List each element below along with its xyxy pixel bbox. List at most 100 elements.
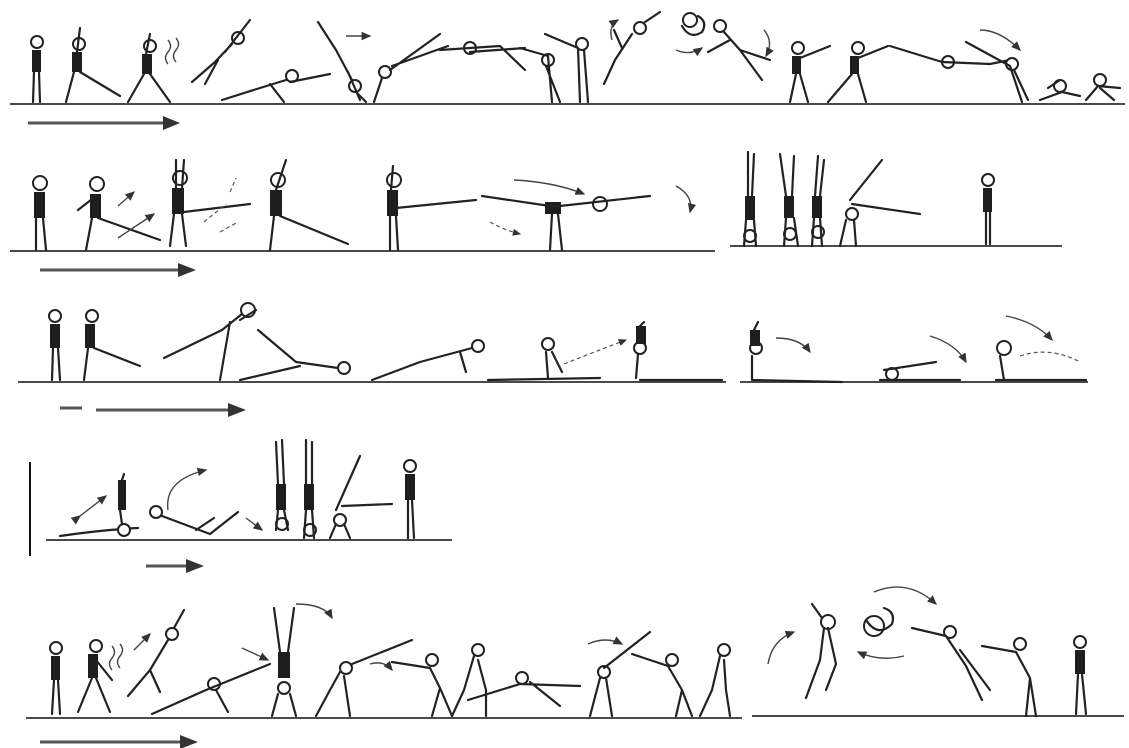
motion-arrow bbox=[588, 640, 622, 644]
motion-arrow bbox=[490, 222, 520, 234]
gymnast-figure bbox=[33, 176, 47, 250]
gymnast-figure bbox=[452, 644, 486, 716]
gymnast-figure bbox=[880, 362, 960, 380]
gymnast-figure bbox=[700, 644, 730, 716]
gymnast-figure bbox=[128, 610, 184, 696]
gymnast-figure bbox=[864, 608, 893, 636]
gymnast-figure bbox=[912, 626, 990, 700]
gymnast-figure bbox=[84, 310, 140, 380]
gymnast-figure bbox=[828, 42, 888, 102]
motion-arrow bbox=[118, 192, 134, 206]
motion-lines bbox=[166, 38, 179, 64]
gymnast-figure bbox=[372, 340, 484, 380]
gymnast-figure bbox=[240, 330, 350, 380]
gymnast-figure bbox=[330, 456, 392, 538]
gymnast-figure bbox=[392, 654, 452, 716]
double-arrow bbox=[80, 496, 106, 516]
figures-row-3 bbox=[49, 303, 1086, 382]
gymnast-figure bbox=[966, 42, 1028, 102]
gymnast-figure bbox=[780, 154, 798, 246]
gymnast-figure bbox=[996, 341, 1086, 380]
motion-arrow bbox=[246, 518, 262, 530]
gymnast-figure bbox=[387, 166, 476, 250]
gymnast-figure bbox=[66, 28, 120, 102]
row-4 bbox=[30, 440, 452, 573]
motion-arrow bbox=[168, 470, 206, 510]
direction-arrow-row-1 bbox=[28, 116, 180, 130]
gymnast-figure bbox=[192, 20, 250, 84]
motion-arrow bbox=[764, 30, 770, 56]
gymnast-figure bbox=[49, 310, 61, 380]
gymnast-figure bbox=[272, 608, 296, 716]
gymnast-figure bbox=[404, 460, 416, 538]
gymnast-figure bbox=[150, 506, 238, 534]
gymnast-figure bbox=[78, 640, 112, 712]
motion-arrow bbox=[564, 340, 626, 364]
gymnast-figure bbox=[276, 440, 288, 530]
motion-lines bbox=[110, 644, 123, 670]
gymnast-figure bbox=[128, 34, 170, 102]
direction-arrow-row-4 bbox=[146, 559, 204, 573]
motion-arrow bbox=[768, 632, 794, 664]
motion-arrow bbox=[980, 30, 1020, 50]
motion-arrow bbox=[930, 336, 966, 362]
gymnast-figure bbox=[164, 303, 256, 380]
gymnast-figure bbox=[790, 42, 830, 102]
gymnast-figure bbox=[632, 654, 692, 716]
gymnast-figure bbox=[1040, 80, 1080, 100]
gymnast-figure bbox=[806, 604, 836, 698]
row-1 bbox=[10, 12, 1125, 130]
motion-arrow bbox=[858, 652, 904, 658]
motion-arrow bbox=[514, 180, 584, 194]
motion-arrow bbox=[1006, 316, 1052, 340]
gymnast-figure bbox=[78, 177, 160, 250]
direction-arrow-row-5 bbox=[40, 735, 198, 748]
gymnast-figure bbox=[1074, 636, 1086, 714]
motion-arrow bbox=[676, 186, 691, 212]
gymnast-figure bbox=[440, 42, 525, 70]
gymnast-figure bbox=[520, 48, 560, 102]
motion-arrow bbox=[370, 663, 392, 670]
gymnast-figure bbox=[152, 664, 270, 714]
motion-arrow bbox=[874, 587, 936, 604]
gymnast-figure bbox=[708, 20, 770, 80]
gymnast-figure bbox=[318, 22, 366, 102]
gymnast-figure bbox=[840, 160, 920, 246]
figures-row-5 bbox=[50, 587, 1086, 716]
motion-arrow bbox=[676, 48, 702, 53]
row-3 bbox=[18, 303, 1088, 417]
motion-arrow bbox=[134, 634, 150, 650]
gymnast-figure bbox=[682, 13, 704, 35]
gymnast-figure bbox=[634, 322, 722, 380]
gymnast-figure bbox=[482, 196, 650, 250]
row-5 bbox=[26, 587, 1124, 748]
gymnast-figure bbox=[304, 440, 316, 538]
figures-row-2 bbox=[33, 152, 994, 250]
gymnast-figure bbox=[118, 474, 130, 536]
direction-arrow-row-3 bbox=[60, 403, 246, 417]
gymnast-figure bbox=[50, 642, 62, 714]
gymnast-figure bbox=[374, 34, 448, 102]
gymnast-figure bbox=[982, 174, 994, 244]
motion-arrow bbox=[296, 604, 332, 618]
gymnast-figure bbox=[812, 156, 824, 246]
gymnast-figure bbox=[316, 640, 412, 716]
gymnast-figure bbox=[488, 338, 600, 380]
figures-row-4 bbox=[60, 440, 416, 538]
gymnast-figure bbox=[590, 632, 650, 716]
row-2 bbox=[10, 152, 1062, 277]
gymnast-figure bbox=[270, 160, 348, 250]
gymnast-figure bbox=[1086, 74, 1120, 100]
gymnast-figure bbox=[222, 70, 330, 102]
gymnast-figure bbox=[750, 322, 842, 382]
gymnast-figure bbox=[982, 638, 1036, 716]
gymnast-figure bbox=[744, 152, 756, 246]
gymnast-figure bbox=[604, 12, 660, 84]
direction-arrow-row-2 bbox=[40, 263, 196, 277]
gymnast-figure bbox=[31, 36, 43, 102]
gymnast-figure bbox=[170, 160, 250, 246]
motion-arrow bbox=[776, 338, 810, 352]
motion-arrow bbox=[242, 648, 268, 660]
